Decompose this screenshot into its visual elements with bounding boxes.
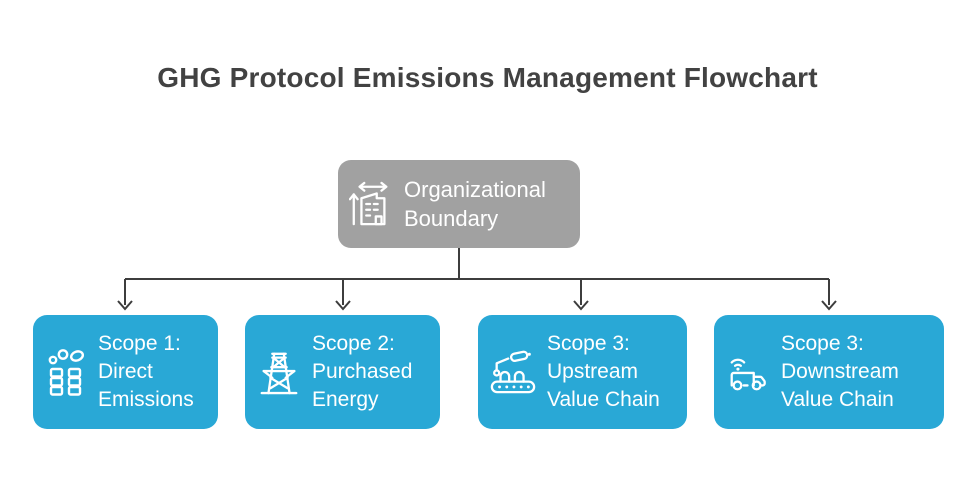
- conveyor-belt-icon: [490, 350, 536, 394]
- arrowhead-icon: [821, 300, 837, 311]
- arrowhead-icon: [573, 300, 589, 311]
- node-organizational-boundary: Organizational Boundary: [338, 160, 580, 248]
- drop-lines: [124, 279, 830, 305]
- node-label: Organizational Boundary: [404, 177, 546, 231]
- node-scope3-downstream-value-chain: Scope 3: Downstream Value Chain: [714, 315, 944, 429]
- node-scope3-upstream-value-chain: Scope 3: Upstream Value Chain: [478, 315, 687, 429]
- node-label: Scope 3: Upstream Value Chain: [547, 332, 660, 411]
- node-scope2-purchased-energy: Scope 2: Purchased Energy: [245, 315, 440, 429]
- node-label: Scope 3: Downstream Value Chain: [781, 332, 899, 411]
- factory-emissions-icon: [48, 349, 85, 396]
- page-title: GHG Protocol Emissions Management Flowch…: [157, 62, 818, 93]
- node-label: Scope 1: Direct Emissions: [98, 332, 194, 411]
- transmission-tower-icon: [260, 352, 298, 395]
- building-measure-icon: [349, 181, 388, 226]
- node-label: Scope 2: Purchased Energy: [312, 332, 413, 411]
- delivery-truck-icon: [730, 358, 766, 391]
- node-scope1-direct-emissions: Scope 1: Direct Emissions: [33, 315, 218, 429]
- arrowhead-icon: [335, 300, 351, 311]
- arrowhead-icon: [117, 300, 133, 311]
